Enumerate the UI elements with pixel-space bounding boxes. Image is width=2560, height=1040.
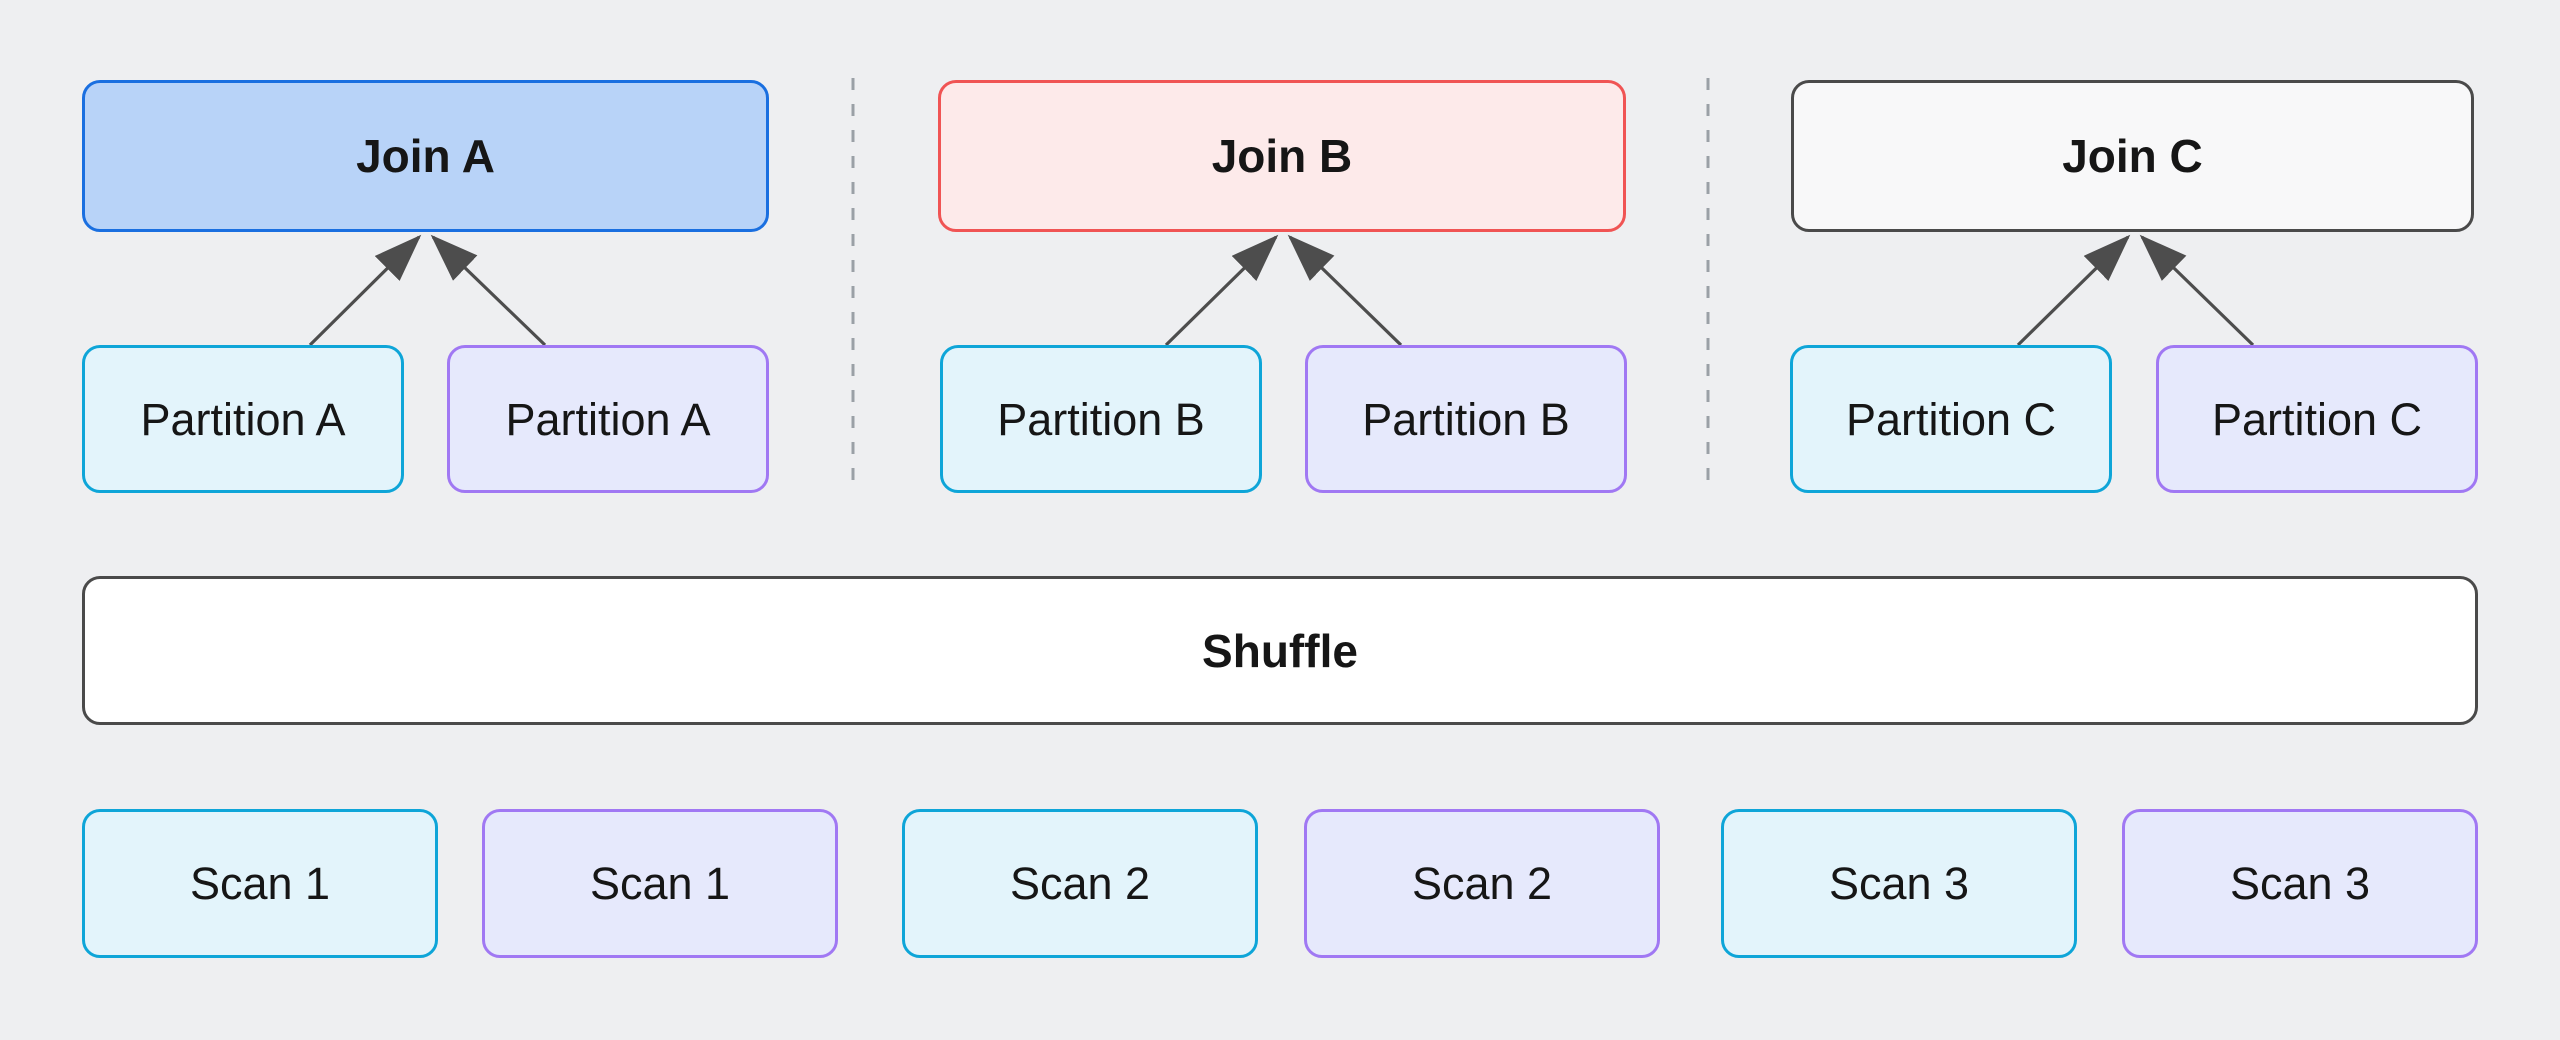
shuffle-box: Shuffle: [82, 576, 2478, 725]
arrow-partition-a2-to-join-a: [430, 234, 547, 347]
partition-b-cyan-box: Partition B: [940, 345, 1262, 493]
scan-3-purple-box: Scan 3: [2122, 809, 2478, 958]
arrow-partition-b2-to-join-b: [1287, 234, 1403, 347]
scan-2-purple-box: Scan 2: [1304, 809, 1660, 958]
scan-1-purple-label: Scan 1: [589, 858, 731, 909]
scan-3-cyan-box: Scan 3: [1721, 809, 2077, 958]
arrow-partition-c1-to-join-c: [2016, 234, 2131, 347]
partition-a-purple-label: Partition A: [505, 393, 711, 445]
partition-c-purple-box: Partition C: [2156, 345, 2478, 493]
scan-2-purple-label: Scan 2: [1411, 858, 1553, 909]
scan-3-purple-label: Scan 3: [2229, 858, 2371, 909]
join-c-box: Join C: [1791, 80, 2474, 232]
partition-c-purple-label: Partition C: [2211, 393, 2423, 445]
join-b-box: Join B: [938, 80, 1626, 232]
shuffle-label: Shuffle: [1202, 624, 1358, 677]
arrow-partition-a1-to-join-a: [308, 234, 422, 347]
partition-a-cyan-box: Partition A: [82, 345, 404, 493]
partition-b-purple-box: Partition B: [1305, 345, 1627, 493]
scan-1-purple-box: Scan 1: [482, 809, 838, 958]
join-b-label: Join B: [1211, 130, 1353, 182]
scan-1-cyan-box: Scan 1: [82, 809, 438, 958]
partition-a-purple-box: Partition A: [447, 345, 769, 493]
partition-b-purple-label: Partition B: [1362, 393, 1570, 445]
partition-c-cyan-label: Partition C: [1845, 393, 2057, 445]
scan-2-cyan-box: Scan 2: [902, 809, 1258, 958]
partition-b-cyan-label: Partition B: [997, 393, 1205, 445]
scan-2-cyan-label: Scan 2: [1009, 858, 1151, 909]
join-a-label: Join A: [356, 130, 495, 182]
partition-a-cyan-label: Partition A: [140, 393, 346, 445]
scan-3-cyan-label: Scan 3: [1828, 858, 1970, 909]
arrow-partition-c2-to-join-c: [2139, 234, 2255, 347]
join-c-label: Join C: [2062, 130, 2203, 182]
arrow-partition-b1-to-join-b: [1164, 234, 1279, 347]
scan-1-cyan-label: Scan 1: [189, 858, 331, 909]
join-a-box: Join A: [82, 80, 769, 232]
partition-c-cyan-box: Partition C: [1790, 345, 2112, 493]
